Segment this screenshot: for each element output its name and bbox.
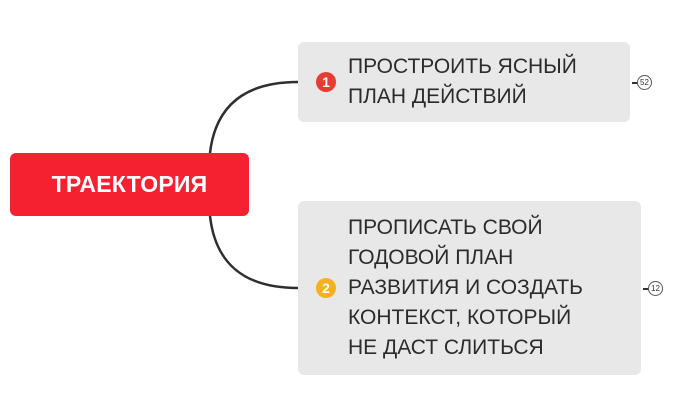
subtopic-1[interactable]: 1 ПРОСТРОИТЬ ЯСНЫЙ ПЛАН ДЕЙСТВИЙ <box>298 42 630 122</box>
subtopic-2[interactable]: 2 ПРОПИСАТЬ СВОЙ ГОДОВОЙ ПЛАН РАЗВИТИЯ И… <box>298 201 641 375</box>
central-topic[interactable]: ТРАЕКТОРИЯ <box>10 153 249 216</box>
priority-2-icon: 2 <box>316 278 336 298</box>
collapse-connector <box>632 82 639 84</box>
subtopic-2-text: ПРОПИСАТЬ СВОЙ ГОДОВОЙ ПЛАН РАЗВИТИЯ И С… <box>348 216 583 359</box>
collapsed-count-badge[interactable]: 52 <box>637 75 652 90</box>
priority-1-icon: 1 <box>316 72 336 92</box>
collapse-connector <box>643 288 650 290</box>
subtopic-1-text: ПРОСТРОИТЬ ЯСНЫЙ ПЛАН ДЕЙСТВИЙ <box>348 55 577 108</box>
collapsed-count-badge[interactable]: 12 <box>648 281 663 296</box>
central-topic-label: ТРАЕКТОРИЯ <box>51 171 208 197</box>
